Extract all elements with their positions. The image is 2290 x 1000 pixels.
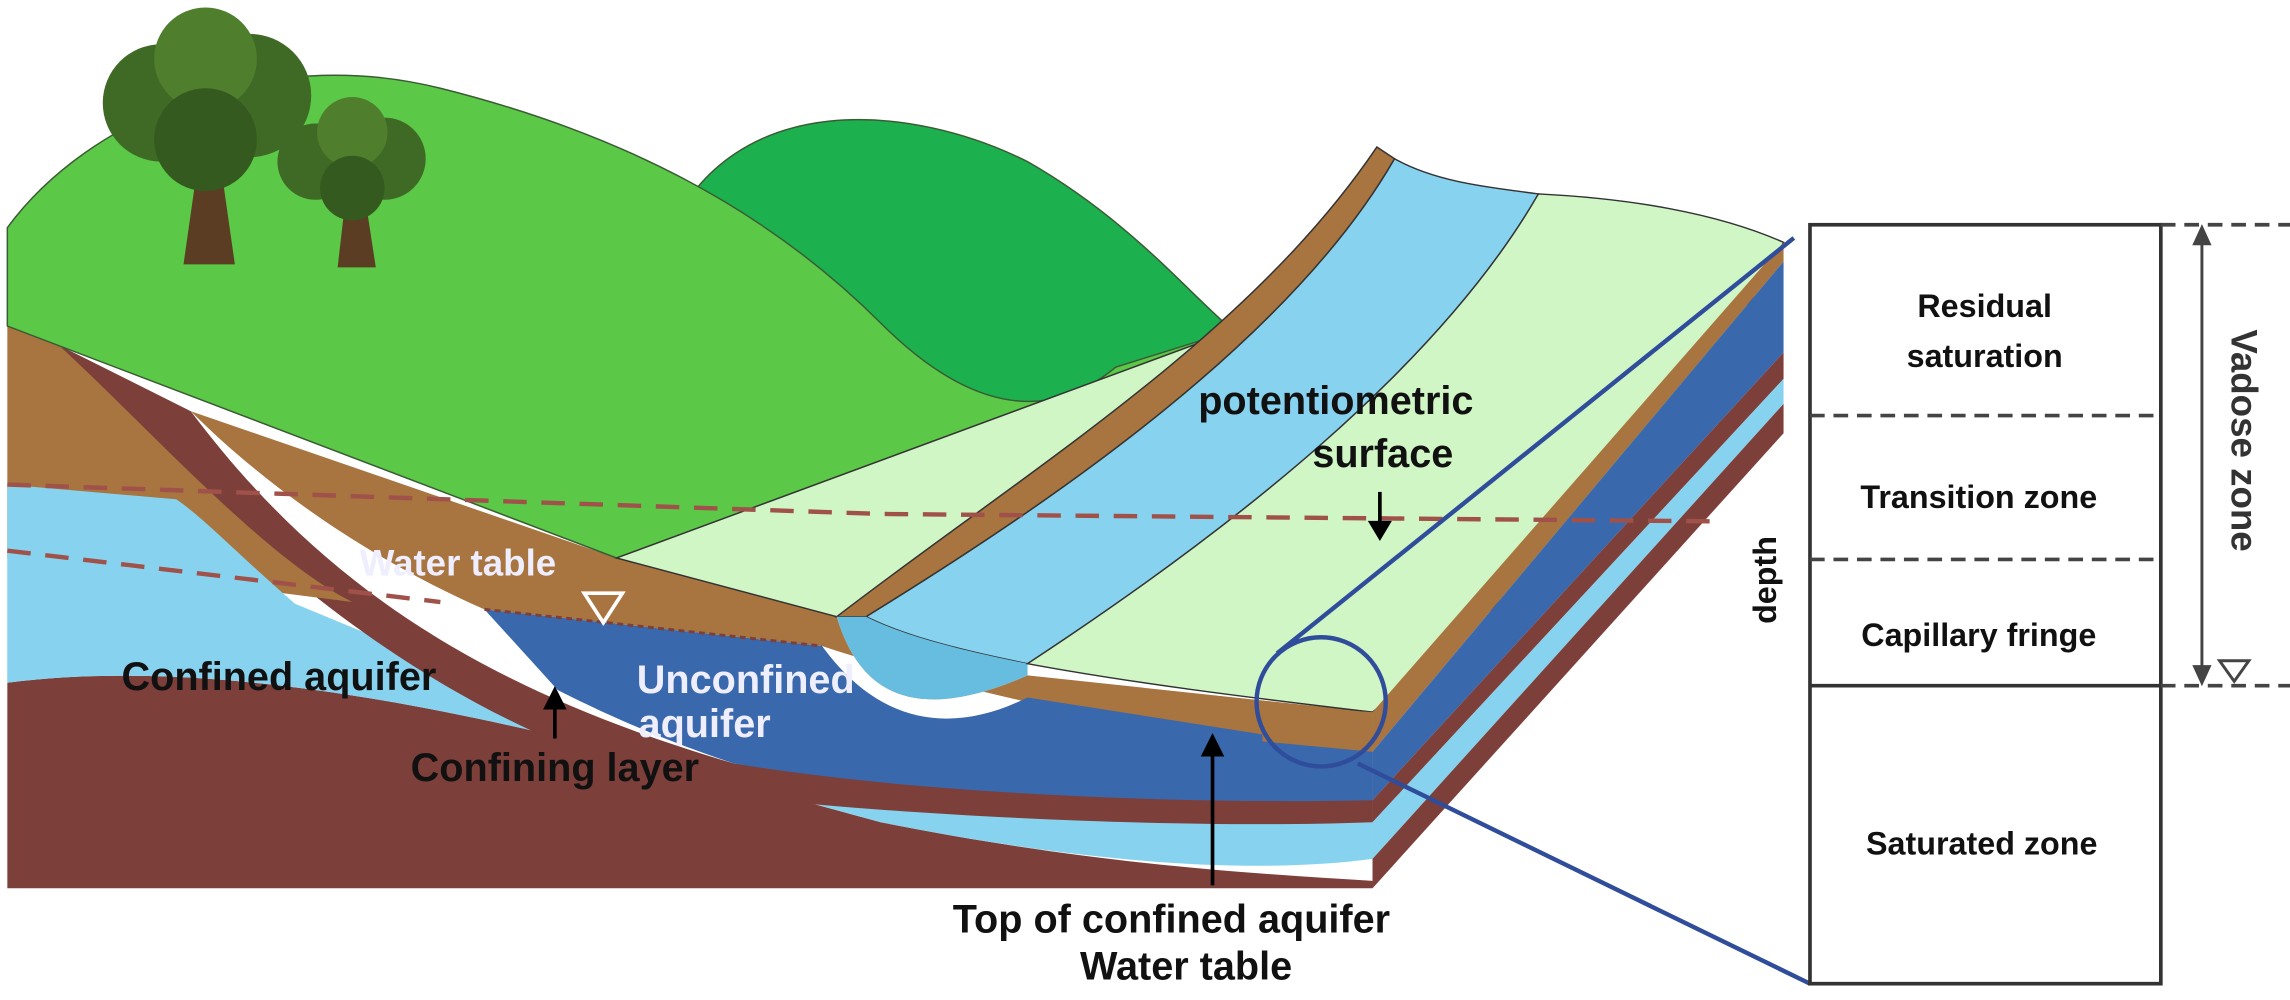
projection-line-top [1275,236,1796,656]
vadose-zone-label: Vadose zone [2223,329,2264,551]
water-table-label: Water table [360,543,556,584]
water-table-dashed-line [7,548,441,605]
vadose-range-arrow-icon [2192,224,2212,687]
ribbon-side-blue [1372,261,1784,801]
unconfined-aquifer-label: Unconfined [637,658,855,702]
zone-residual-label-2: saturation [1907,338,2063,374]
front-soil-block [1262,704,1373,752]
stream-channel [836,616,1028,700]
potentiometric-label-2: surface [1312,432,1453,476]
dark-green-hill [667,118,1235,449]
water-table-triangle-icon [580,591,626,626]
ribbon-side-brown [1372,242,1784,752]
tree-icon [102,7,312,265]
unconfined-aquifer-label-2: aquifer [639,702,771,746]
confined-aquifer-label: Confined aquifer [122,655,437,699]
arrow-icon [543,491,1392,886]
potentiometric-label: potentiometric [1198,379,1473,423]
ribbon-side-red [1372,352,1784,823]
ribbon-side-lightblue [1372,378,1784,859]
water-table-triangle-icon [2216,659,2252,684]
potentiometric-dashed-line [7,482,1711,524]
unconfined-aquifer [484,609,1373,802]
ribbon-side-base [1372,403,1784,889]
zone-profile-box [1808,222,2163,986]
projection-line-bottom [1356,761,1811,986]
confining-layer-label: Confining layer [411,746,699,790]
tree-icon [277,97,426,268]
soil-middle [190,411,1373,752]
zone-transition-label: Transition zone [1860,479,2097,515]
water-table-surface-line [484,607,823,648]
zone-residual-label: Residual [1917,288,2052,324]
top-confined-aquifer-label: Top of confined aquifer [953,897,1390,941]
depth-label: depth [1747,536,1783,624]
water-table-lower-label: Water table [1080,944,1292,988]
zone-capillary-label: Capillary fringe [1861,617,2096,653]
magnifier-circle [1254,635,1388,769]
soil-left-blue [7,484,412,691]
zone-saturated-label: Saturated zone [1866,826,2097,862]
